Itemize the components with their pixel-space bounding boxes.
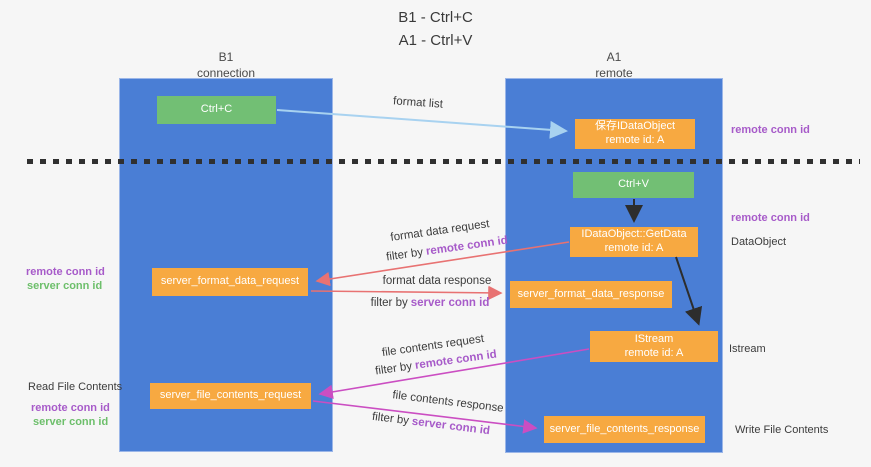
read-file-contents-label: Read File Contents: [28, 381, 123, 393]
node-server-format-data-request: server_format_data_request: [152, 268, 308, 296]
istream-label: Istream: [729, 343, 766, 355]
node-istream: IStream remote id: A: [590, 331, 718, 362]
lifeline-a1-title: A1: [606, 50, 622, 64]
lifeline-b1-title: B1: [218, 50, 234, 64]
file-contents-response-label: file contents response: [391, 389, 505, 415]
node-ctrl-c: Ctrl+C: [157, 96, 276, 124]
filter-by-text: filter by: [370, 297, 408, 309]
write-file-contents-label: Write File Contents: [735, 424, 829, 436]
node-ctrl-c-label: Ctrl+C: [200, 103, 233, 116]
node-idataobject-getdata: IDataObject::GetData remote id: A: [570, 227, 698, 257]
server-conn-id-accent: server conn id: [410, 297, 490, 309]
server-conn-id-accent: server conn id: [411, 415, 491, 438]
node-server-file-contents-response: server_file_contents_response: [544, 416, 705, 443]
right-remote-conn-id-label-top: remote conn id: [731, 124, 810, 136]
node-server-file-contents-request-label: server_file_contents_request: [159, 389, 302, 402]
node-server-format-data-response: server_format_data_response: [510, 281, 672, 308]
title-line-2: A1 - Ctrl+V: [398, 31, 473, 49]
node-save-idataobject-line2: remote id: A: [605, 134, 665, 146]
title-line-1: B1 - Ctrl+C: [398, 9, 473, 26]
left-remote-conn-id-label-2: remote conn id: [31, 402, 110, 414]
left-remote-conn-id-label: remote conn id: [26, 266, 105, 278]
node-server-file-contents-response-label: server_file_contents_response: [549, 422, 700, 435]
lifeline-b1-subtitle: connection: [196, 66, 256, 81]
format-data-response-label: format data response: [382, 275, 492, 287]
node-istream-line2: remote id: A: [624, 346, 684, 359]
node-idataobject-getdata-line2: remote id: A: [604, 242, 664, 254]
node-server-file-contents-request: server_file_contents_request: [150, 383, 311, 409]
node-server-format-data-request-label: server_format_data_request: [160, 275, 300, 288]
format-list-label: format list: [392, 95, 444, 111]
lifeline-a1-subtitle: remote: [595, 66, 633, 81]
remote-conn-id-accent: remote conn id: [425, 234, 509, 258]
dataobject-label: DataObject: [731, 236, 787, 248]
phase-divider-dashed-line: [27, 159, 860, 164]
node-save-idataobject-line1: 保存IDataObject: [594, 120, 676, 133]
format-data-response-arrow: [310, 285, 503, 301]
filter-by-text: filter by: [371, 410, 410, 428]
lifeline-header-b1: B1 connection: [119, 49, 333, 81]
diagram-title: B1 - Ctrl+C A1 - Ctrl+V: [0, 7, 871, 52]
filter-by-text: filter by: [385, 246, 424, 264]
right-remote-conn-id-label-mid: remote conn id: [731, 212, 810, 224]
node-idataobject-getdata-line1: IDataObject::GetData: [581, 228, 687, 241]
filter-by-text: filter by: [374, 360, 413, 378]
node-istream-line1: IStream: [634, 332, 674, 345]
lifeline-header-a1: A1 remote: [505, 49, 723, 81]
left-server-conn-id-label: server conn id: [27, 280, 103, 292]
left-server-conn-id-label-2: server conn id: [33, 416, 109, 428]
node-server-format-data-response-label: server_format_data_response: [517, 287, 665, 300]
node-save-idataobject: 保存IDataObject remote id: A: [575, 119, 695, 149]
node-ctrl-v: Ctrl+V: [573, 172, 694, 198]
node-ctrl-v-label: Ctrl+V: [618, 178, 649, 191]
